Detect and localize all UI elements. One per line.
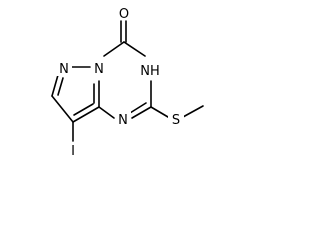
bond-c3-c4 bbox=[51, 95, 74, 123]
atom-nh: NH bbox=[140, 64, 160, 79]
bond-c4-nh bbox=[123, 41, 146, 57]
atom-iodine: I bbox=[71, 144, 75, 159]
bond-c2-s bbox=[150, 106, 169, 118]
bond-layer bbox=[51, 20, 204, 142]
bond-c4-c8a-a bbox=[72, 106, 100, 123]
atom-oxygen: O bbox=[119, 7, 129, 22]
bond-c2-n1-b bbox=[129, 102, 147, 114]
atom-n-pyrazole: N bbox=[59, 62, 69, 77]
bond-npyr-c3-b bbox=[57, 77, 64, 96]
bond-s-methyl bbox=[182, 105, 204, 118]
bond-c2-n1-a bbox=[131, 106, 152, 119]
bond-n1-c8a bbox=[98, 106, 115, 119]
atom-n-bridge: N bbox=[94, 62, 104, 77]
bond-c4-c8a-b bbox=[73, 103, 94, 116]
atom-n-triazine: N bbox=[118, 113, 128, 128]
bond-npyr-c3-a bbox=[51, 74, 59, 97]
molecule-structure: O NH N N N S I bbox=[51, 7, 204, 159]
bond-c4-nbridge bbox=[103, 41, 125, 57]
atom-sulfur: S bbox=[172, 113, 180, 128]
atom-labels: O NH N N N S I bbox=[56, 7, 184, 159]
